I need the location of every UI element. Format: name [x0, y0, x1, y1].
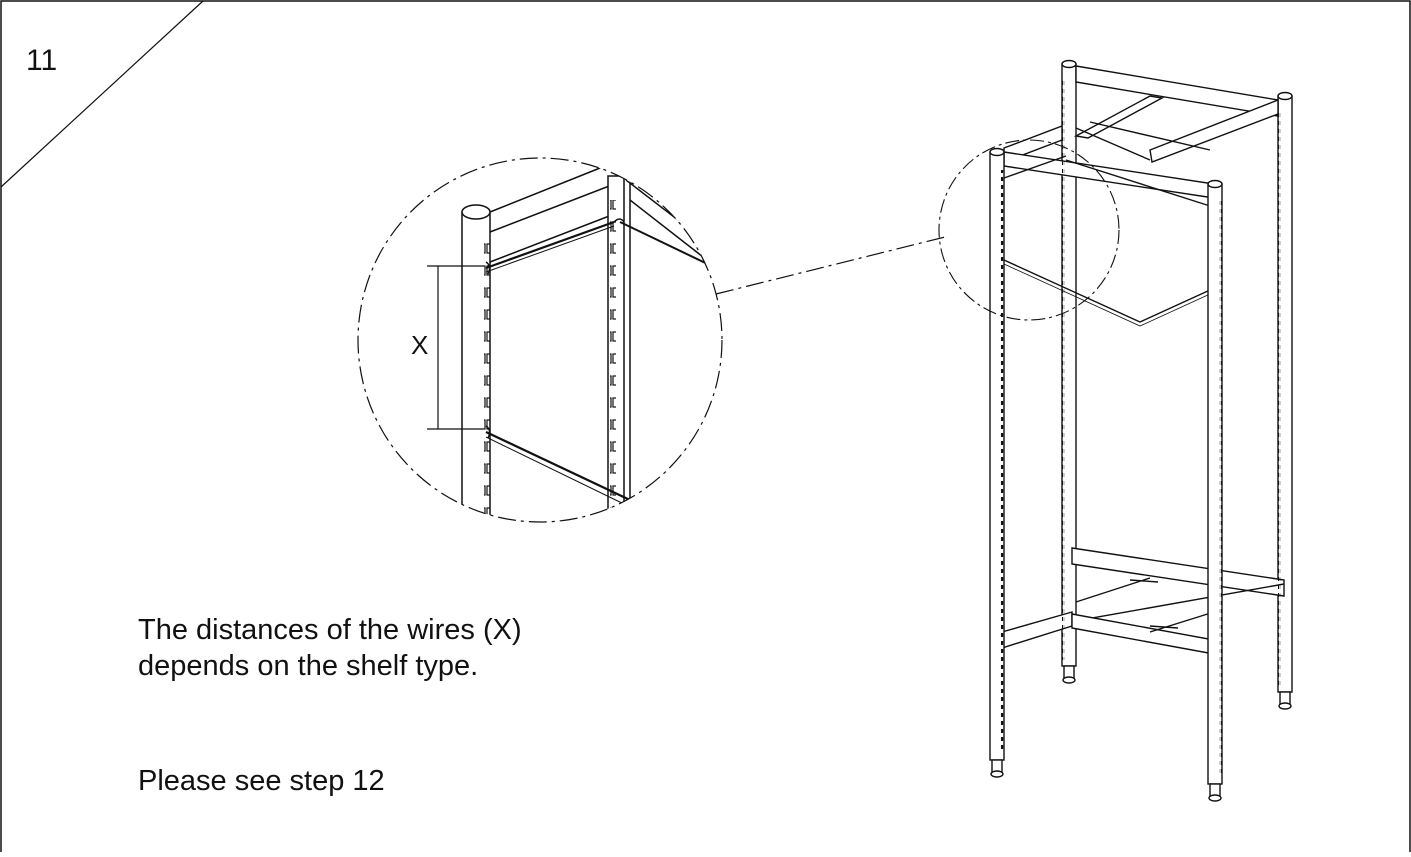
instruction-line-2: depends on the shelf type. [138, 650, 479, 682]
leader-line [715, 236, 946, 295]
instruction-note: The distances of the wires (X) depends o… [138, 612, 522, 684]
rack-assembly [989, 59, 1293, 802]
rack-detail-marker [938, 139, 1120, 321]
detail-view: X [357, 157, 723, 523]
step-corner-divider [0, 0, 204, 188]
detail-circle [357, 157, 723, 523]
instruction-line-1: The distances of the wires (X) [138, 614, 522, 646]
dimension-x-label: X [411, 330, 428, 360]
step-reference: Please see step 12 [138, 765, 385, 797]
step-number: 11 [26, 44, 58, 77]
dimension-x [427, 265, 484, 430]
